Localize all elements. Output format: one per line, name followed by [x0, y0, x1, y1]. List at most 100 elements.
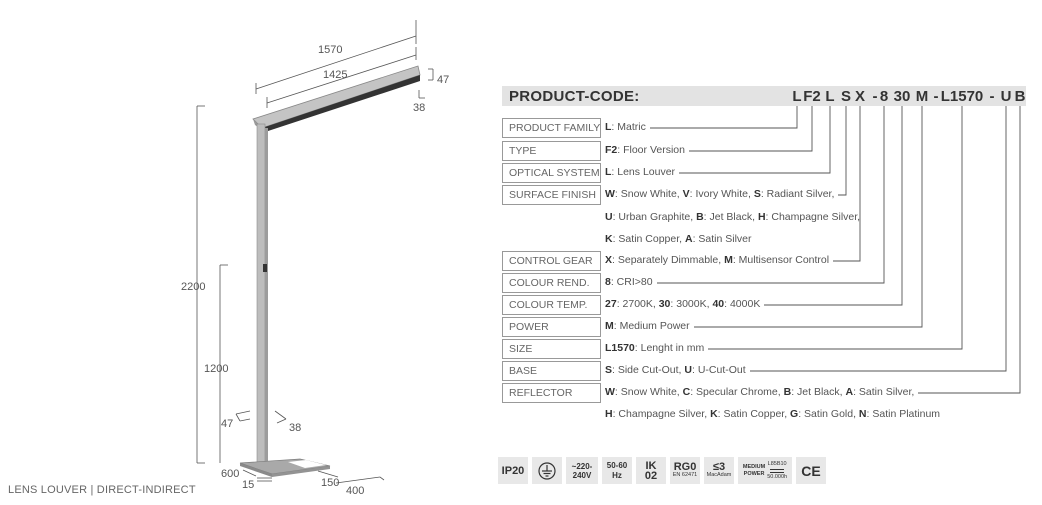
code-key: V — [682, 188, 690, 200]
connector-line — [838, 106, 847, 196]
rg0-badge: RG0 EN 62471 — [670, 457, 700, 484]
code-segment: - — [872, 88, 878, 105]
code-value: : Floor Version — [617, 144, 685, 156]
dimension-lines — [196, 20, 434, 484]
connector-line — [679, 106, 831, 174]
code-segment: F2 — [803, 88, 821, 105]
code-row-label: COLOUR TEMP. — [502, 295, 601, 315]
code-segment: - — [989, 88, 995, 105]
lifetime-bottom: 50.000h — [767, 473, 788, 480]
code-row-label: SIZE — [502, 339, 601, 359]
code-key: K — [605, 233, 613, 245]
code-segment: L — [825, 88, 835, 105]
code-value: : Snow White, — [614, 386, 683, 398]
connector-line — [708, 106, 963, 350]
connector-line — [764, 106, 903, 306]
code-value: : Champagne Silver, — [612, 408, 711, 420]
code-key: G — [790, 408, 799, 420]
code-row-description: W: Snow White, C: Specular Chrome, B: Je… — [605, 386, 914, 398]
power-line1: MEDIUM — [742, 463, 766, 470]
code-row-label: BASE — [502, 361, 601, 381]
connector-line — [918, 106, 1021, 394]
code-row-description: 8: CRI>80 — [605, 276, 653, 288]
code-segment: 30 — [893, 88, 911, 105]
code-value: : Champagne Silver, — [765, 211, 861, 223]
code-value: : Satin Copper, — [612, 233, 685, 245]
code-row-label: COLOUR REND. — [502, 273, 601, 293]
code-value: : CRI>80 — [610, 276, 653, 288]
code-key: 8 — [605, 276, 611, 288]
code-value: : Satin Silver — [692, 233, 752, 245]
lifetime-class: L85B10 50.000h — [767, 461, 787, 481]
product-code-title: PRODUCT-CODE: — [509, 88, 640, 105]
code-row-description: F2: Floor Version — [605, 144, 685, 156]
ip-rating-badge: IP20 — [498, 457, 528, 484]
code-segment: S — [840, 88, 852, 105]
power-class: MEDIUM POWER — [743, 464, 765, 478]
code-value: : U-Cut-Out — [691, 364, 746, 376]
code-key: W — [605, 188, 615, 200]
code-key: M — [605, 320, 614, 332]
code-key: L1570 — [605, 342, 635, 354]
code-row-description: L: Lens Louver — [605, 166, 675, 178]
code-key: B — [783, 386, 792, 398]
code-value: : Specular Chrome, — [690, 386, 784, 398]
code-key: L — [605, 121, 612, 133]
code-segment: - — [933, 88, 939, 105]
code-value: : Medium Power — [613, 320, 690, 332]
dim-pole-depth: 47 — [221, 418, 233, 430]
code-segment: 8 — [879, 88, 889, 105]
lifetime-top: L85B10 — [767, 460, 787, 467]
product-code-header: PRODUCT-CODE: — [502, 86, 1026, 106]
code-key: W — [605, 386, 615, 398]
code-row-label: POWER — [502, 317, 601, 337]
code-value: : Satin Copper, — [717, 408, 791, 420]
code-key: M — [724, 254, 733, 266]
code-value: : Radiant Silver, — [760, 188, 835, 200]
code-row-label: REFLECTOR — [502, 383, 601, 403]
code-key: S — [605, 364, 613, 376]
connector-line — [689, 106, 813, 152]
code-row-label: TYPE — [502, 141, 601, 161]
code-key: C — [682, 386, 691, 398]
code-value: : Separately Dimmable, — [612, 254, 725, 266]
ce-mark-badge: CE — [796, 457, 826, 484]
code-segment: X — [854, 88, 866, 105]
code-row-description: 27: 2700K, 30: 3000K, 40: 4000K — [605, 298, 760, 310]
code-key: 40 — [712, 298, 725, 310]
lamp-technical-drawing: 1570 1425 47 38 2200 1200 47 38 600 15 1… — [181, 20, 449, 497]
ip-rating-text: IP20 — [501, 464, 525, 477]
ik-top: IK — [645, 459, 657, 472]
dim-base-width: 400 — [346, 485, 364, 497]
protective-earth-badge — [532, 457, 562, 484]
code-value: : Multisensor Control — [732, 254, 830, 266]
code-row-label: CONTROL GEAR — [502, 251, 601, 271]
ik-badge: IK 02 — [636, 457, 666, 484]
code-key: A — [684, 233, 693, 245]
dim-base-length: 600 — [221, 468, 239, 480]
frequency-badge: 50-60 Hz — [602, 457, 632, 484]
drawing-caption: LENS LOUVER | DIRECT-INDIRECT — [8, 484, 196, 496]
code-value: : 4000K — [724, 298, 761, 310]
code-key: N — [858, 408, 867, 420]
dim-total-length: 1570 — [318, 44, 342, 56]
code-row-continuation: K: Satin Copper, A: Satin Silver — [605, 233, 752, 245]
multisensor — [263, 264, 267, 272]
lamp-base — [239, 458, 331, 477]
dim-head-height: 47 — [437, 74, 449, 86]
lifetime-bars — [770, 468, 785, 473]
code-row-continuation: U: Urban Graphite, B: Jet Black, H: Cham… — [605, 211, 860, 223]
code-key: F2 — [605, 144, 618, 156]
code-segment: M — [915, 88, 929, 105]
code-value: : 2700K, — [616, 298, 659, 310]
macadam-badge: ≤3 MacAdam — [704, 457, 734, 484]
code-row-description: X: Separately Dimmable, M: Multisensor C… — [605, 254, 829, 266]
lifetime-badge: MEDIUM POWER L85B10 50.000h — [738, 457, 792, 484]
code-value: : Jet Black, — [791, 386, 846, 398]
dim-total-height: 2200 — [181, 281, 205, 293]
connector-line — [650, 106, 798, 129]
code-value: : Ivory White, — [689, 188, 754, 200]
connector-line — [833, 106, 861, 262]
code-key: U — [684, 364, 692, 376]
